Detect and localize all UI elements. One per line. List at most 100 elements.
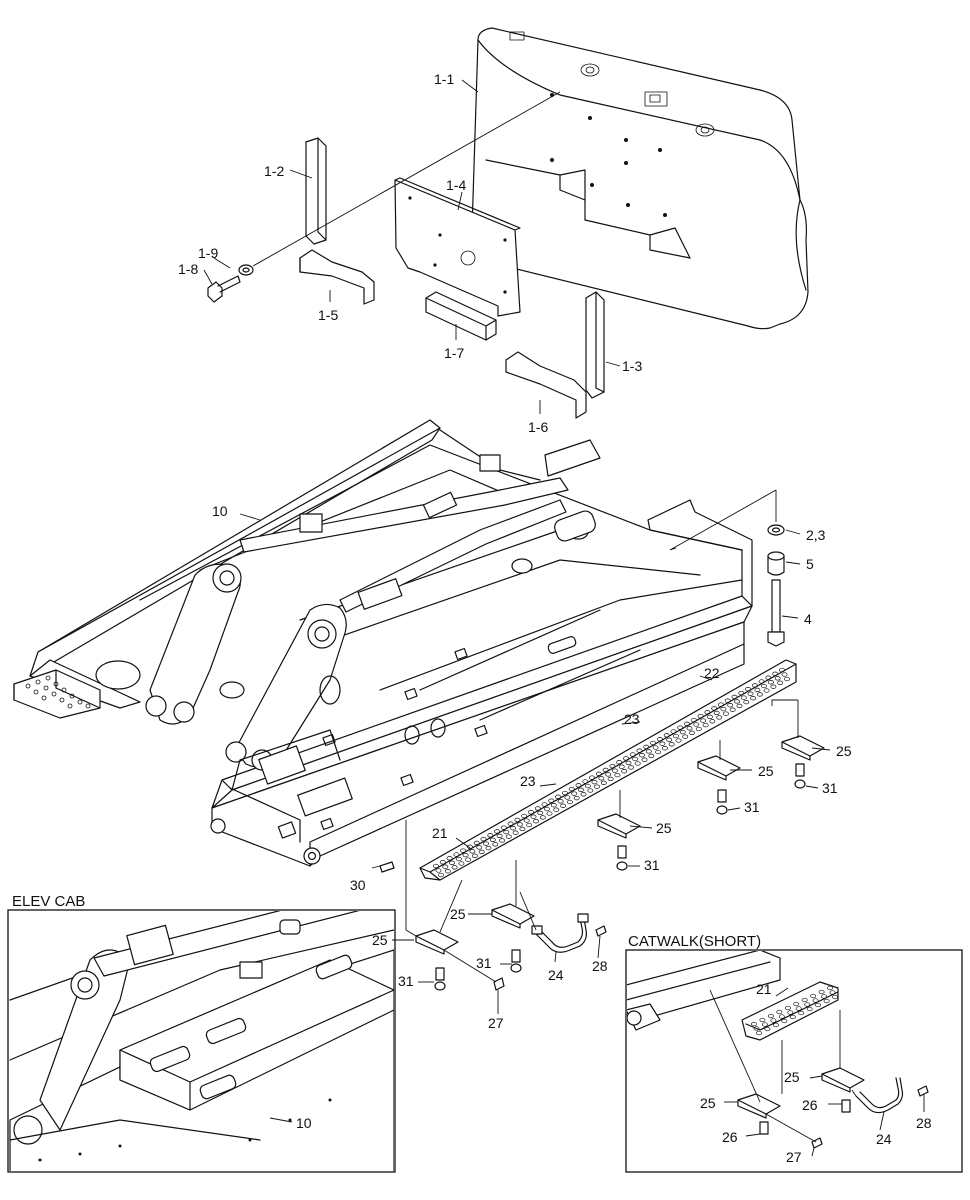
perforation-hole bbox=[774, 676, 781, 681]
catwalk-short-leaders bbox=[709, 987, 925, 1157]
perforation-hole bbox=[466, 844, 473, 849]
perforation-hole bbox=[767, 680, 774, 685]
perforation-hole bbox=[458, 861, 465, 866]
perforation-hole bbox=[770, 1018, 777, 1023]
catwalk-short-title: CATWALK(SHORT) bbox=[628, 933, 761, 950]
perforation-hole bbox=[555, 794, 562, 799]
perforation-hole bbox=[476, 845, 483, 850]
bracket-part-25-lower-b bbox=[415, 929, 459, 991]
elev-cab-title: ELEV CAB bbox=[12, 893, 85, 910]
callout-1-2: 1-2 bbox=[264, 163, 284, 179]
bracket-part-25-mid bbox=[697, 755, 741, 815]
perforation-hole bbox=[709, 719, 716, 724]
washer-part-1-9 bbox=[238, 264, 254, 276]
perforation-hole bbox=[801, 997, 808, 1003]
perforation-hole bbox=[776, 1009, 783, 1015]
perforation-hole bbox=[589, 775, 595, 780]
callout-31-d: 31 bbox=[476, 955, 492, 971]
block-part-1-7 bbox=[425, 291, 497, 341]
perforation-hole bbox=[494, 829, 501, 834]
short-callout-28: 28 bbox=[916, 1115, 932, 1131]
perforation-hole bbox=[734, 699, 740, 704]
perforation-hole bbox=[433, 863, 439, 869]
perforation-hole bbox=[487, 833, 494, 838]
bracket-part-25-lower-a bbox=[491, 903, 535, 973]
perforation-hole bbox=[675, 738, 682, 743]
callout-25-c: 25 bbox=[656, 820, 672, 836]
perforation-hole bbox=[625, 760, 632, 766]
perforation-hole bbox=[621, 769, 628, 774]
perforation-hole bbox=[553, 807, 560, 812]
callout-25-a: 25 bbox=[836, 743, 852, 759]
perforation-hole bbox=[670, 729, 677, 734]
callout-31-a: 31 bbox=[822, 780, 838, 796]
perforation-hole bbox=[827, 985, 833, 991]
perforation-hole bbox=[798, 1010, 805, 1016]
perforation-hole bbox=[439, 860, 446, 865]
perforation-hole bbox=[453, 852, 460, 857]
perforation-hole bbox=[469, 849, 476, 854]
perforation-hole bbox=[492, 842, 499, 847]
perforation-hole bbox=[781, 672, 788, 677]
perforation-hole bbox=[573, 795, 580, 801]
perforation-hole bbox=[455, 856, 462, 862]
perforation-hole bbox=[507, 821, 514, 826]
perforation-hole bbox=[731, 694, 738, 700]
perforation-hole bbox=[550, 803, 557, 808]
perforation-hole bbox=[591, 779, 598, 785]
perforation-hole bbox=[544, 806, 550, 812]
perforation-hole bbox=[616, 760, 623, 765]
catwalk-short-perforation bbox=[751, 985, 838, 1036]
screw-part-28 bbox=[595, 925, 607, 937]
perforation-hole bbox=[629, 752, 636, 757]
perforation-hole bbox=[717, 702, 724, 707]
perforation-hole bbox=[795, 1006, 802, 1011]
perforation-hole bbox=[580, 792, 587, 797]
perforation-hole bbox=[530, 814, 537, 819]
callout-23-upper: 23 bbox=[624, 711, 640, 727]
callout-2-3: 2,3 bbox=[806, 527, 826, 543]
perforation-hole bbox=[679, 729, 686, 735]
perforation-hole bbox=[534, 806, 541, 811]
perforation-hole bbox=[823, 998, 830, 1004]
perforation-hole bbox=[759, 1017, 766, 1023]
perforation-hole bbox=[793, 1001, 800, 1007]
bracket-part-1-5 bbox=[299, 249, 375, 305]
callout-24: 24 bbox=[548, 967, 564, 983]
perforation-hole bbox=[575, 783, 582, 788]
perforation-hole bbox=[641, 757, 648, 762]
perforation-hole bbox=[512, 830, 519, 835]
perforation-hole bbox=[652, 745, 659, 750]
perforation-hole bbox=[587, 788, 594, 793]
perforation-hole bbox=[566, 799, 573, 805]
callout-1-9: 1-9 bbox=[198, 245, 218, 261]
perforation-hole bbox=[829, 990, 836, 995]
callout-22: 22 bbox=[704, 665, 720, 681]
perforation-hole bbox=[700, 718, 707, 723]
perforation-hole bbox=[480, 836, 487, 842]
perforation-hole bbox=[483, 841, 489, 846]
perforation-hole bbox=[636, 748, 643, 753]
perforation-hole bbox=[564, 795, 571, 800]
pin-part-30 bbox=[379, 861, 395, 873]
bracket-part-1-6 bbox=[505, 351, 587, 419]
perforation-hole bbox=[772, 1022, 779, 1028]
perforation-hole bbox=[609, 763, 616, 769]
perforation-hole bbox=[832, 994, 838, 1000]
perforation-hole bbox=[548, 798, 555, 803]
perforation-hole bbox=[706, 714, 713, 719]
perforation-hole bbox=[695, 726, 702, 732]
perforation-hole bbox=[677, 725, 684, 730]
perforation-hole bbox=[521, 813, 528, 819]
perforation-hole bbox=[449, 860, 456, 865]
perforation-hole bbox=[435, 868, 442, 873]
callout-10: 10 bbox=[212, 503, 228, 519]
perforation-hole bbox=[684, 721, 690, 726]
perforation-hole bbox=[682, 734, 689, 739]
perforation-hole bbox=[571, 791, 578, 796]
perforation-hole bbox=[656, 737, 663, 742]
bolt-axis-line bbox=[252, 91, 561, 267]
perforation-hole bbox=[568, 786, 575, 792]
perforation-hole bbox=[812, 998, 819, 1003]
